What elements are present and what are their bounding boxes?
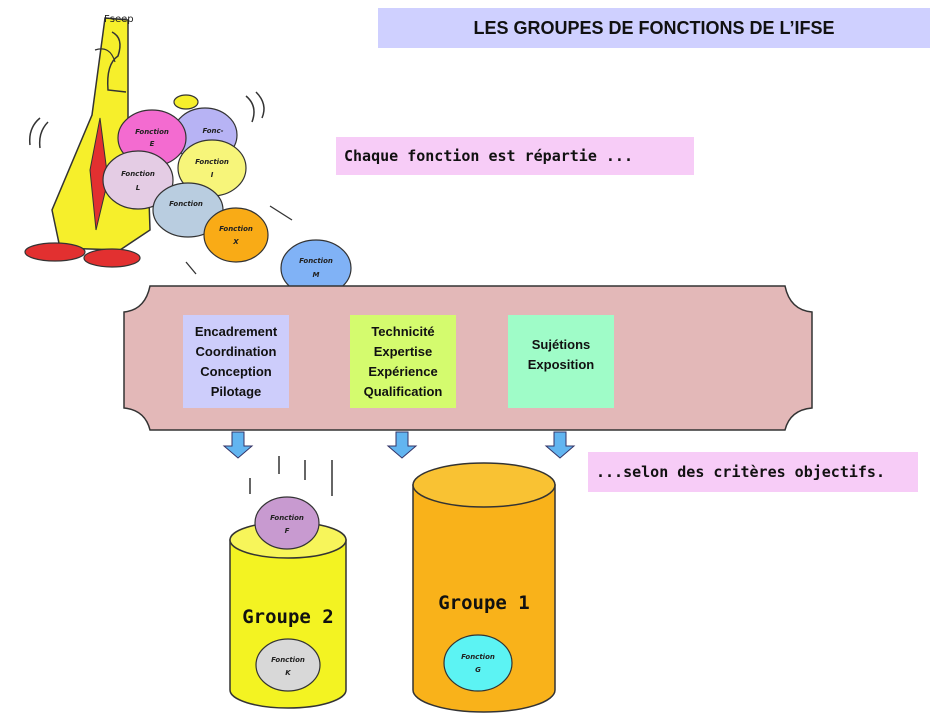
criteria-box-technicite: Technicité Expertise Expérience Qualific… — [350, 315, 456, 408]
svg-text:E: E — [150, 140, 155, 148]
svg-text:K: K — [285, 669, 291, 677]
ball-fonction-k: Fonction K — [255, 638, 321, 692]
groupe-2-label: Groupe 2 — [242, 606, 334, 628]
svg-text:X: X — [232, 238, 239, 246]
svg-text:I: I — [211, 171, 214, 179]
page-title: LES GROUPES DE FONCTIONS DE L’IFSE — [378, 8, 930, 48]
criteria-line: Encadrement — [194, 323, 278, 339]
criteria-line: Expertise — [373, 343, 433, 359]
svg-text:Fonction: Fonction — [299, 257, 333, 265]
svg-text:Fonction: Fonction — [195, 158, 229, 166]
motion-lines — [249, 456, 333, 496]
callout-repartition: Chaque fonction est répartie ... — [336, 137, 694, 175]
svg-text:G: G — [475, 666, 481, 674]
svg-text:Fonction: Fonction — [135, 128, 169, 136]
svg-text:L: L — [136, 184, 140, 192]
criteria-line: Coordination — [195, 343, 277, 359]
svg-text:Fonc-: Fonc- — [202, 127, 223, 135]
ball-fonction-l: Fonction L — [102, 150, 174, 210]
svg-text:Fonction: Fonction — [271, 656, 305, 664]
arrow-down-icon — [544, 431, 576, 459]
svg-text:Fonction: Fonction — [121, 170, 155, 178]
criteria-line: Conception — [200, 363, 272, 379]
criteria-line: Pilotage — [210, 383, 262, 399]
arrow-down-icon — [386, 431, 418, 459]
criteria-line: Qualification — [363, 383, 443, 399]
groupe-1-label: Groupe 1 — [438, 592, 530, 614]
criteria-box-sujetions: Sujétions Exposition — [508, 315, 614, 408]
callout-criteres: ...selon des critères objectifs. — [588, 452, 918, 492]
ball-fonction-x: Fonction X — [203, 207, 269, 263]
criteria-line: Sujétions — [531, 337, 591, 352]
ball-fonction-g: Fonction G — [443, 634, 513, 692]
criteria-line: Exposition — [527, 357, 595, 372]
criteria-line: Expérience — [368, 363, 438, 379]
svg-text:Fonction: Fonction — [169, 200, 203, 208]
criteria-line: Technicité — [371, 323, 435, 339]
ball-fonction-f: Fonction F — [254, 496, 320, 550]
svg-text:M: M — [313, 271, 320, 279]
criteria-panel — [123, 285, 813, 431]
mascot-label: Fseep — [104, 14, 134, 25]
arrow-down-icon — [222, 431, 254, 459]
svg-text:Fonction: Fonction — [270, 514, 304, 522]
svg-text:Fonction: Fonction — [219, 225, 253, 233]
svg-text:F: F — [285, 527, 290, 535]
ball-fonction-i: Fonction I — [177, 139, 247, 197]
svg-text:Fonction: Fonction — [461, 653, 495, 661]
criteria-box-encadrement: Encadrement Coordination Conception Pilo… — [183, 315, 289, 408]
